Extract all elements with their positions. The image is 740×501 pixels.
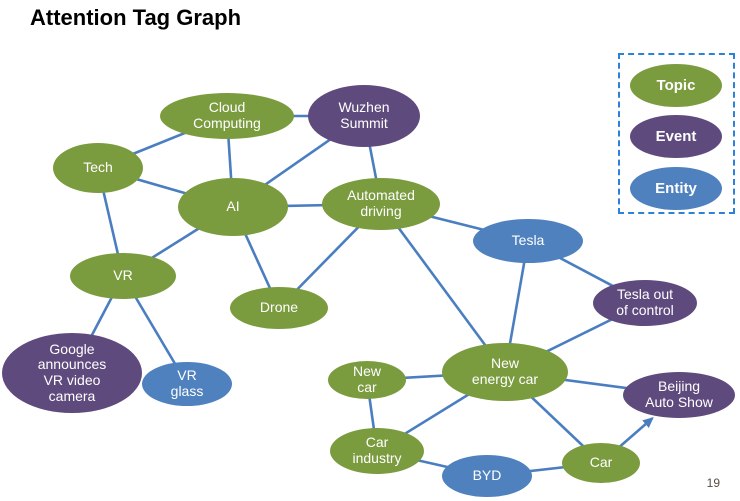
graph-edge-ai-auto (232, 202, 382, 209)
graph-edge-auto-drone (278, 203, 382, 309)
legend-item-entity: Entity (630, 167, 722, 210)
graph-edge-carindustry-byd (376, 449, 488, 478)
graph-edge-ai-vr (122, 205, 234, 278)
legend-item-topic: Topic (630, 64, 722, 107)
graph-edge-wuzhen-auto (362, 115, 383, 205)
legend-label-event: Event (655, 128, 697, 145)
graph-edge-car-beijing (600, 416, 654, 464)
legend-label-topic: Topic (656, 77, 696, 94)
graph-edge-wuzhen-ai (232, 114, 365, 209)
graph-edge-newenergy-beijing (504, 370, 680, 397)
graph-edge-tech-ai (97, 166, 234, 209)
legend-item-event: Event (630, 115, 722, 158)
page-number: 19 (706, 476, 720, 490)
graph-edge-tech-cloud (97, 114, 228, 170)
graph-edge-vr-google (70, 275, 125, 374)
graph-edge-newcar-carindustry (365, 379, 379, 452)
graph-edge-tesla-newenergy (503, 240, 530, 373)
legend-label-entity: Entity (655, 180, 697, 197)
graph-edge-newenergy-carindustry (376, 370, 506, 453)
graph-edge-ai-drone (231, 206, 281, 309)
graph-edge-cloud-ai (225, 115, 235, 208)
graph-edge-newenergy-car (504, 371, 602, 464)
legend-box: Topic Event Entity (618, 53, 735, 214)
graph-edge-newcar-newenergy (366, 370, 506, 382)
graph-edge-teslaout-newenergy (504, 301, 646, 374)
graph-edge-vr-vrglass (121, 275, 189, 385)
graph-edge-tech-vr (96, 167, 125, 277)
graph-edge-byd-car (486, 461, 602, 478)
page-title: Attention Tag Graph (30, 5, 242, 30)
graph-edge-tesla-teslaout (527, 239, 646, 305)
